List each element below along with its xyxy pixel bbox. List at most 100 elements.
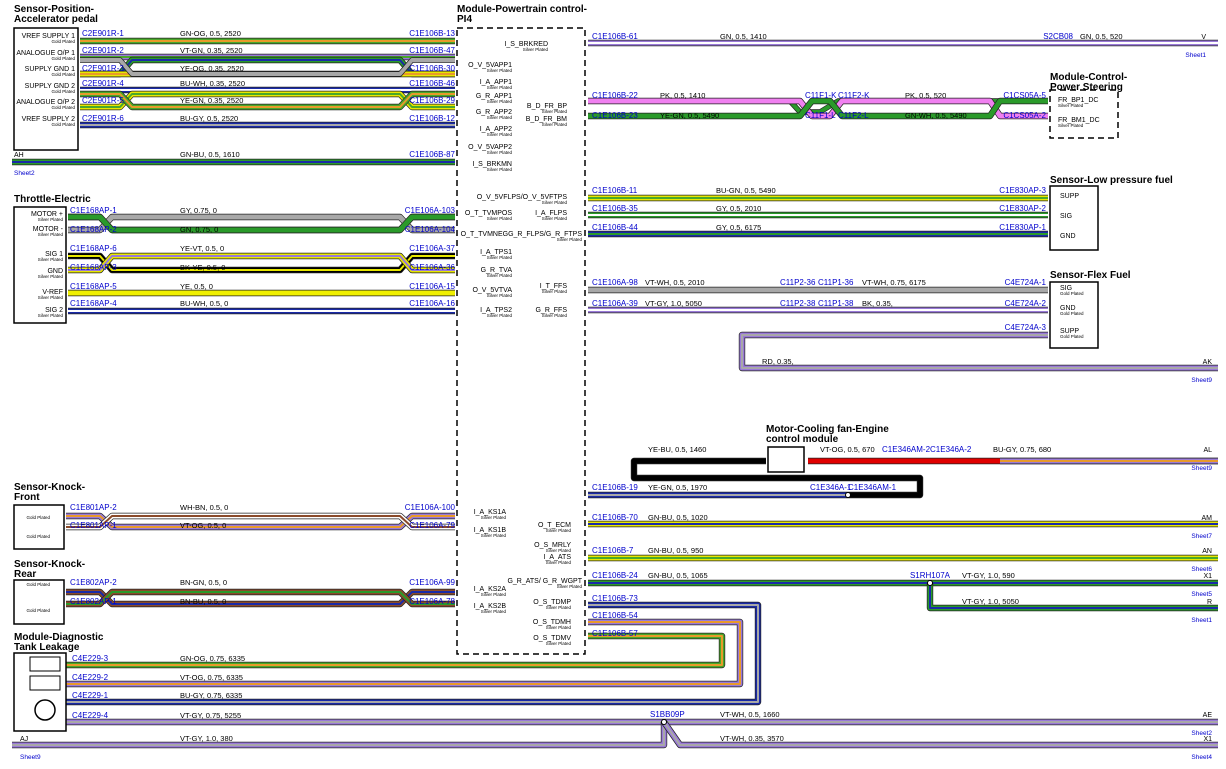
pin-plating: Silver Plated	[38, 232, 64, 237]
module-title: Module-Control-	[1050, 72, 1127, 83]
wire-label: BU-WH, 0.35, 2520	[180, 79, 245, 88]
pin-label: G_R_ATS/ G_R_WGPT	[507, 578, 582, 585]
wire-label: BU-GY, 0.75, 680	[993, 445, 1051, 454]
pin-label: V-REF	[42, 289, 63, 296]
wire-label: VT-OG, 0.5, 670	[820, 445, 875, 454]
connector-label: C11F2-K	[838, 91, 870, 100]
connector-label: C1E106B-44	[592, 223, 638, 232]
connector-label: C1E802AP-1	[70, 597, 117, 606]
connector-label: C11F1-K	[805, 91, 837, 100]
sheet-link: Sheet9	[1191, 465, 1212, 472]
pin-label: SIG 1	[45, 251, 63, 258]
wire-label: BU-GY, 0.75, 6335	[180, 691, 242, 700]
wire-tdmp-stripe	[66, 604, 759, 703]
module-title: Module-Diagnostic	[14, 632, 104, 643]
connector-label: C1E168AP-2	[70, 225, 117, 234]
connector-label: C1E168AP-1	[70, 206, 117, 215]
connector-label: C1E346A-2	[930, 445, 972, 454]
connector-label: C11P1-38	[818, 299, 854, 308]
connector-label: C2E901R-5	[82, 96, 124, 105]
module-title: PI4	[457, 14, 472, 25]
wire-fan-bk	[631, 458, 923, 498]
pin-label: MOTOR +	[31, 211, 63, 218]
terminal-label: AK	[1203, 359, 1213, 366]
wire-label: YE-OG, 0.35, 2520	[180, 64, 244, 73]
pin-plating: Silver Plated	[546, 625, 572, 630]
wire-ks2-stripe	[66, 591, 455, 605]
pin-plating: Silver Plated	[542, 216, 568, 221]
pin-plating: Silver Plated	[523, 47, 549, 52]
connector-label: C1E106A-104	[405, 225, 456, 234]
pin-label: I_A_KS2B	[474, 603, 507, 610]
pin-label: O_V_5VAPP1	[468, 62, 512, 69]
pin-plating: Silver Plated	[481, 592, 507, 597]
connector-label: S1RH107A	[910, 571, 951, 580]
wire-label: GN-BU, 0.5, 1065	[648, 571, 708, 580]
wire-label: BU-WH, 0.5, 0	[180, 299, 228, 308]
pin-label: ANALOGUE O/P 2	[16, 99, 75, 106]
pin-plating: Silver Plated	[487, 68, 513, 73]
connector-label: C1E168AP-6	[70, 244, 117, 253]
pin-plating: Silver Plated	[546, 548, 572, 553]
connector-label: C1E106B-7	[592, 546, 634, 555]
pin-plating: Silver Plated	[546, 560, 572, 565]
module-box	[1049, 185, 1099, 251]
wires-layer	[12, 37, 1218, 749]
pin-plating: Silver Plated	[546, 605, 572, 610]
sheet-link: Sheet9	[1191, 377, 1212, 384]
connector-label: C1E830AP-1	[999, 223, 1046, 232]
pin-plating: Silver Plated	[487, 255, 513, 260]
pin-label: FR_BP1_DC	[1058, 97, 1098, 104]
pin-plating: Silver Plated	[546, 528, 572, 533]
terminal-label: V	[1201, 34, 1206, 41]
connector-label: C1E106A-39	[592, 299, 638, 308]
wire-label: VT-WH, 0.75, 6175	[862, 278, 926, 287]
pin-label: I_S_BRKRED	[504, 41, 548, 48]
pin-label: GND	[47, 268, 63, 275]
wire-label: GN-WH, 0.5, 5490	[905, 111, 967, 120]
module-title: Sensor-Knock-	[14, 559, 85, 570]
pin-label: I_T_FFS	[540, 283, 568, 290]
sheet-link: Sheet6	[1191, 566, 1212, 573]
terminal-label: X1	[1203, 573, 1212, 580]
pin-plating: Gold Plated	[51, 122, 75, 127]
pin-plating: Gold Plated	[26, 515, 50, 520]
module-box	[1049, 89, 1119, 139]
sheet-link: Sheet1	[1185, 52, 1206, 59]
wire-label: VT-OG, 0.5, 0	[180, 521, 226, 530]
connector-label: C1E106B-13	[409, 29, 455, 38]
wire-motor-minus	[68, 214, 455, 233]
pin-plating: Gold Plated	[26, 582, 50, 587]
connector-label: C1CS05A-2	[1003, 111, 1046, 120]
pin-plating: Silver Plated	[542, 109, 568, 114]
wire-label: VT-GY, 1.0, 5050	[645, 299, 702, 308]
wire-label: YE-GN, 0.5, 1970	[648, 483, 707, 492]
pin-label: FR_BM1_DC	[1058, 117, 1100, 124]
wire-tdmv-outline	[66, 632, 726, 669]
pin-plating: Silver Plated	[557, 584, 583, 589]
module-title: Tank Leakage	[14, 642, 80, 653]
pin-label: SUPP	[1060, 328, 1079, 335]
wire-tdmv	[66, 633, 725, 668]
pin-label: G_R_TVA	[481, 267, 513, 274]
module-title: Power Steering	[1050, 82, 1123, 93]
connector-label: C1E106A-16	[409, 299, 455, 308]
pin-label: VREF SUPPLY 1	[22, 33, 76, 40]
pin-plating: Gold Plated	[51, 56, 75, 61]
module-title: Motor-Cooling fan-Engine	[766, 424, 889, 435]
pin-plating: Silver Plated	[38, 313, 64, 318]
wire-label: VT-WH, 0.5, 1660	[720, 710, 780, 719]
pin-label: I_A_APP1	[480, 79, 512, 86]
pin-label: I_A_KS1A	[474, 509, 507, 516]
wire-label: BU-GY, 0.5, 2520	[180, 114, 238, 123]
connector-label: C1E830AP-3	[999, 186, 1046, 195]
pin-label: GND	[1060, 305, 1076, 312]
connector-label: C1E106A-78	[409, 597, 455, 606]
connector-label: C4E229-4	[72, 711, 109, 720]
wire-label: BK-YE, 0.5, 0	[180, 263, 225, 272]
pin-label: SUPPLY GND 2	[25, 83, 75, 90]
connector-label: C1E106B-87	[409, 150, 455, 159]
pin-label: O_V_5VTVA	[472, 287, 512, 294]
pin-label: O_S_TDMV	[533, 635, 571, 642]
